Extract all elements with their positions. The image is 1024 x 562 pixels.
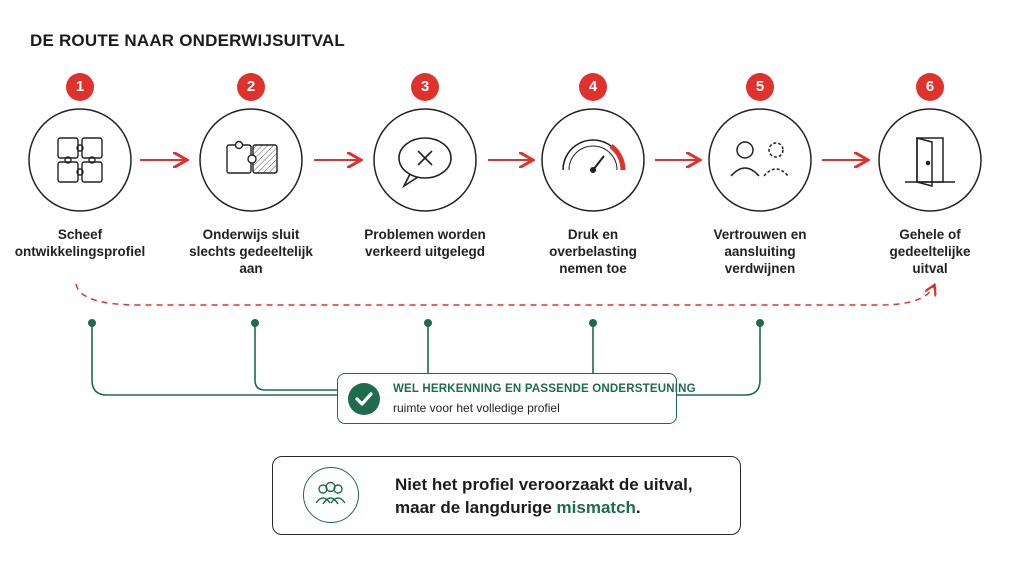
step-number-5: 5: [746, 73, 774, 101]
support-subtitle: ruimte voor het volledige profiel: [393, 401, 560, 415]
page-title: DE ROUTE NAAR ONDERWIJSUITVAL: [30, 31, 345, 50]
step-label-3: Problemen worden verkeerd uitgelegd: [364, 227, 486, 259]
gauge-icon: [562, 139, 626, 173]
puzzle-icon: [57, 137, 103, 183]
step-number-3: 3: [411, 73, 439, 101]
mismatch-highlight: mismatch: [556, 498, 636, 517]
conclusion-box: Niet het profiel veroorzaakt de uitval, …: [272, 456, 741, 535]
step-circle-1: [28, 108, 132, 212]
open-door-icon: [905, 137, 955, 187]
group-people-icon: [303, 467, 359, 523]
step-label-1: Scheef ontwikkelingsprofiel: [14, 227, 146, 259]
support-connectors: [91, 323, 761, 396]
connector-dots: [88, 319, 764, 327]
step-label-5: Vertrouwen en aansluiting verdwijnen: [713, 227, 807, 276]
step-number-2: 2: [237, 73, 265, 101]
checkmark-icon: [348, 383, 380, 415]
dashed-route-line: [75, 284, 934, 306]
partial-puzzle-icon: [226, 140, 278, 174]
step-circles: [28, 108, 982, 212]
step-number-4: 4: [579, 73, 607, 101]
conclusion-line-2: maar de langdurige mismatch.: [395, 498, 641, 517]
speech-bubble-x-icon: [398, 137, 452, 189]
step-label-4: Druk en overbelasting nemen toe: [549, 227, 637, 276]
step-label-2: Onderwijs sluit slechts gedeeltelijk aan: [189, 227, 313, 276]
conclusion-line-1: Niet het profiel veroorzaakt de uitval,: [395, 475, 693, 494]
step-number-1: 1: [66, 73, 94, 101]
people-fading-icon: [730, 141, 789, 177]
step-label-6: Gehele of gedeeltelijke uitval: [889, 227, 971, 276]
step-circle-6: [878, 108, 982, 212]
step-number-6: 6: [916, 73, 944, 101]
step-circle-4: [541, 108, 645, 212]
support-title: WEL HERKENNING EN PASSENDE ONDERSTEUNING: [393, 383, 696, 395]
step-circle-5: [708, 108, 812, 212]
step-circle-3: [373, 108, 477, 212]
support-box: WEL HERKENNING EN PASSENDE ONDERSTEUNING…: [337, 373, 696, 424]
